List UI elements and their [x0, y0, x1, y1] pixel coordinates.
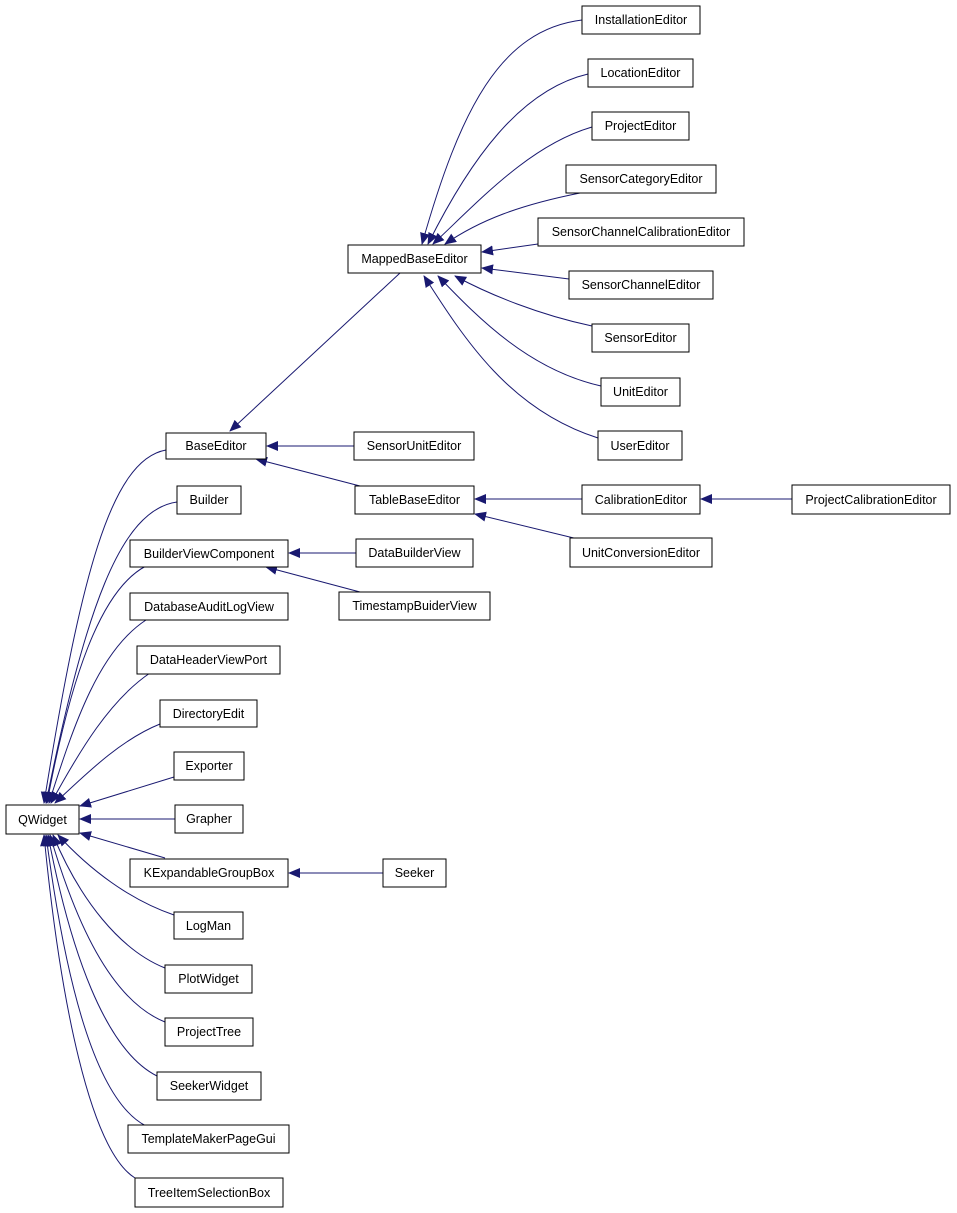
node-label: UserEditor — [610, 439, 669, 453]
edge-mbe-usereditor — [423, 275, 599, 439]
node-kexpandablegroupbox[interactable]: KExpandableGroupBox — [129, 858, 289, 888]
node-grapher[interactable]: Grapher — [174, 804, 244, 834]
node-builderviewcomponent[interactable]: BuilderViewComponent — [129, 539, 289, 568]
node-label: SensorChannelEditor — [582, 278, 701, 292]
edge-mbe-installationeditor — [420, 19, 583, 245]
edge-baseeditor-mappedbaseeditor — [229, 272, 401, 432]
edge-qwidget-directoryedit — [54, 723, 161, 804]
node-treeitemselectionbox[interactable]: TreeItemSelectionBox — [134, 1177, 284, 1208]
edge-qwidget-plotwidget — [52, 834, 166, 969]
edge-qwidget-baseeditor — [40, 449, 167, 804]
node-installationeditor[interactable]: InstallationEditor — [581, 5, 701, 35]
edge-qwidget-templatemakerpagegui — [42, 834, 147, 1127]
node-label: SensorChannelCalibrationEditor — [552, 225, 731, 239]
node-label: TreeItemSelectionBox — [148, 1186, 271, 1200]
node-label: BuilderViewComponent — [144, 547, 275, 561]
node-templatemakerpagegui[interactable]: TemplateMakerPageGui — [127, 1124, 290, 1154]
edge-qwidget-seekerwidget — [45, 834, 158, 1077]
node-label: DatabaseAuditLogView — [144, 600, 275, 614]
node-label: ProjectTree — [177, 1025, 241, 1039]
node-databuilderview[interactable]: DataBuilderView — [355, 538, 474, 568]
node-label: DirectoryEdit — [173, 707, 245, 721]
node-seeker[interactable]: Seeker — [382, 858, 447, 888]
node-label: CalibrationEditor — [595, 493, 687, 507]
node-label: DataHeaderViewPort — [150, 653, 268, 667]
node-sensorchannelcalibrationeditor[interactable]: SensorChannelCalibrationEditor — [537, 217, 745, 247]
node-label: ProjectCalibrationEditor — [805, 493, 936, 507]
edge-qwidget-builderviewcomponent — [44, 565, 147, 804]
edge-mbe-sensorcategoryeditor — [444, 192, 581, 245]
edge-qwidget-databaseauditlogview — [47, 619, 147, 804]
edge-mbe-sensorchannelcalibrationeditor — [481, 243, 539, 256]
node-label: BaseEditor — [185, 439, 246, 453]
node-exporter[interactable]: Exporter — [173, 751, 245, 781]
edge-mbe-locationeditor — [427, 73, 589, 245]
node-projectcalibrationeditor[interactable]: ProjectCalibrationEditor — [791, 484, 951, 515]
node-sensoreditor[interactable]: SensorEditor — [591, 323, 690, 353]
node-label: KExpandableGroupBox — [144, 866, 275, 880]
node-label: PlotWidget — [178, 972, 239, 986]
node-mappedbaseeditor[interactable]: MappedBaseEditor — [347, 244, 482, 274]
node-label: SensorCategoryEditor — [580, 172, 703, 186]
node-label: TemplateMakerPageGui — [141, 1132, 275, 1146]
node-label: InstallationEditor — [595, 13, 687, 27]
node-label: Grapher — [186, 812, 232, 826]
node-label: MappedBaseEditor — [361, 252, 467, 266]
node-locationeditor[interactable]: LocationEditor — [587, 58, 694, 88]
node-seekerwidget[interactable]: SeekerWidget — [156, 1071, 262, 1101]
node-databaseauditlogview[interactable]: DatabaseAuditLogView — [129, 592, 289, 621]
node-label: SeekerWidget — [170, 1079, 249, 1093]
edge-qwidget-logman — [57, 834, 175, 916]
edge-mbe-sensoreditor — [454, 275, 593, 327]
node-label: TimestampBuiderView — [352, 599, 477, 613]
node-baseeditor[interactable]: BaseEditor — [165, 432, 267, 460]
edge-bvc-timestampbuiderview — [265, 564, 361, 593]
edge-qwidget-treeitemselectionbox — [40, 834, 136, 1179]
node-calibrationeditor[interactable]: CalibrationEditor — [581, 484, 701, 515]
node-usereditor[interactable]: UserEditor — [597, 430, 683, 461]
node-label: LocationEditor — [601, 66, 681, 80]
node-label: Builder — [190, 493, 229, 507]
edge-tbe-unitconversioneditor — [474, 511, 583, 541]
node-label: UnitConversionEditor — [582, 546, 700, 560]
node-logman[interactable]: LogMan — [173, 911, 244, 940]
node-label: LogMan — [186, 919, 231, 933]
edge-baseeditor-tablebaseeditor — [255, 456, 361, 487]
edge-qwidget-projecttree — [48, 834, 166, 1023]
node-directoryedit[interactable]: DirectoryEdit — [159, 699, 258, 728]
node-unitconversioneditor[interactable]: UnitConversionEditor — [569, 537, 713, 568]
edges — [40, 19, 792, 1179]
edge-mbe-projecteditor — [432, 126, 593, 245]
edge-mbe-uniteditor — [437, 275, 602, 387]
node-label: ProjectEditor — [605, 119, 677, 133]
nodes: QWidget BaseEditor Builder BuilderViewCo… — [5, 5, 951, 1208]
node-projecttree[interactable]: ProjectTree — [164, 1017, 254, 1047]
node-sensoruniteditor[interactable]: SensorUnitEditor — [353, 431, 475, 461]
node-label: UnitEditor — [613, 385, 668, 399]
node-builder[interactable]: Builder — [176, 485, 242, 515]
edge-mbe-sensorchanneleditor — [481, 264, 570, 280]
node-label: Seeker — [395, 866, 435, 880]
node-label: Exporter — [185, 759, 232, 773]
node-sensorcategoryeditor[interactable]: SensorCategoryEditor — [565, 164, 717, 194]
node-qwidget[interactable]: QWidget — [5, 804, 80, 835]
node-uniteditor[interactable]: UnitEditor — [600, 377, 681, 407]
edge-qwidget-builder — [43, 501, 178, 804]
node-dataheaderviewport[interactable]: DataHeaderViewPort — [136, 645, 281, 675]
node-projecteditor[interactable]: ProjectEditor — [591, 111, 690, 141]
node-label: SensorEditor — [604, 331, 676, 345]
node-tablebaseeditor[interactable]: TableBaseEditor — [354, 485, 475, 515]
node-label: QWidget — [18, 813, 67, 827]
edge-qwidget-dataheaderviewport — [50, 672, 151, 804]
edge-qwidget-exporter — [79, 776, 175, 808]
node-sensorchanneleditor[interactable]: SensorChannelEditor — [568, 270, 714, 300]
node-timestampbuiderview[interactable]: TimestampBuiderView — [338, 591, 491, 621]
node-plotwidget[interactable]: PlotWidget — [164, 964, 253, 994]
node-label: DataBuilderView — [368, 546, 461, 560]
node-label: SensorUnitEditor — [367, 439, 462, 453]
edge-qwidget-kexpandablegroupbox — [79, 831, 166, 859]
node-label: TableBaseEditor — [369, 493, 460, 507]
